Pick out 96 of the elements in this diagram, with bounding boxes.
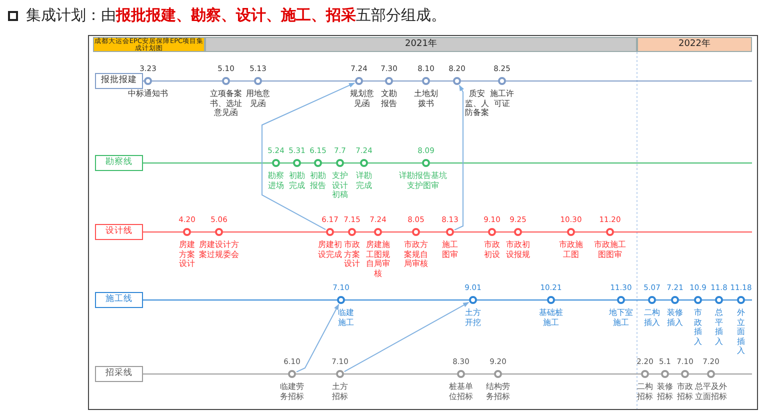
page-title: 集成计划：由报批报建、勘察、设计、施工、招采五部分组成。 (26, 6, 446, 25)
milestone-label: 用地意见函 (245, 89, 271, 108)
milestone-dot (336, 159, 344, 167)
lane-label: 报批报建 (95, 73, 143, 89)
milestone-label: 初勘完成 (288, 171, 306, 190)
milestone-dot (617, 296, 625, 304)
lane-label: 设计线 (95, 224, 143, 240)
milestone-label: 二构插入 (643, 308, 661, 327)
milestone-label: 市政方案规自局审核 (403, 240, 429, 268)
arrow (262, 82, 355, 230)
milestone-label: 市政施工图 (558, 240, 584, 259)
milestone-dot (488, 228, 496, 236)
milestone-label: 初勘报告 (309, 171, 327, 190)
milestone-dot (360, 159, 368, 167)
milestone-dot (671, 296, 679, 304)
arrow (344, 302, 470, 372)
milestone-dot (314, 159, 322, 167)
milestone-label: 支护设计初稿 (331, 171, 349, 200)
milestone-label: 土方开挖 (464, 308, 482, 327)
milestone-label: 市政初设报规 (505, 240, 531, 259)
milestone-dot (498, 77, 506, 85)
milestone-label: 房建设计方案过规委会 (198, 240, 240, 259)
milestone-dot (355, 77, 363, 85)
milestone-label: 详勘报告基坑支护图审 (398, 171, 448, 190)
milestone-dot (144, 77, 152, 85)
milestone-label: 市政施工图图审 (593, 240, 627, 259)
milestone-label: 规划意见函 (349, 89, 375, 108)
milestone-label: 二构招标 (636, 382, 654, 401)
milestone-dot (348, 228, 356, 236)
milestone-dot (374, 228, 382, 236)
milestone-dot (336, 370, 344, 378)
milestone-dot (293, 159, 301, 167)
milestone-dot (453, 77, 461, 85)
lane-label: 勘察线 (95, 155, 143, 171)
milestone-label: 总平插入 (714, 308, 724, 346)
milestone-label: 房建方案设计 (178, 240, 196, 268)
milestone-label: 施工图审 (441, 240, 459, 259)
milestone-label: 基础桩施工 (538, 308, 564, 327)
milestone-label: 结构劳务招标 (485, 382, 511, 401)
milestone-dot (385, 77, 393, 85)
milestone-label: 房建施工图规自局审核 (365, 240, 391, 278)
milestone-dot (641, 370, 649, 378)
milestone-label: 勘察进场 (267, 171, 285, 190)
milestone-dot (694, 296, 702, 304)
milestone-label: 临建劳务招标 (279, 382, 305, 401)
lane-label: 招采线 (95, 366, 143, 382)
milestone-dot (254, 77, 262, 85)
milestone-label: 文勘报告 (380, 89, 398, 108)
milestone-label: 施工许可证 (489, 89, 515, 108)
milestone-dot (715, 296, 723, 304)
milestone-dot (326, 228, 334, 236)
milestone-dot (494, 370, 502, 378)
milestone-label: 地下室施工 (608, 308, 634, 327)
milestone-dot (222, 77, 230, 85)
milestone-dot (469, 296, 477, 304)
milestone-label: 质安监、人防备案 (464, 89, 490, 118)
milestone-label: 中标通知书 (127, 89, 169, 98)
milestone-label: 土地划拨书 (413, 89, 439, 108)
milestone-dot (457, 370, 465, 378)
milestone-dot (681, 370, 689, 378)
milestone-label: 装修插入 (666, 308, 684, 327)
year-band: 2021年 (205, 37, 637, 52)
milestone-dot (567, 228, 575, 236)
milestone-label: 立项备案书、选址意见函 (209, 89, 243, 118)
milestone-dot (412, 228, 420, 236)
arrow (454, 84, 464, 230)
milestone-dot (648, 296, 656, 304)
milestone-dot (446, 228, 454, 236)
milestone-dot (606, 228, 614, 236)
milestone-label: 装修招标 (656, 382, 674, 401)
milestone-label: 市政招标 (676, 382, 694, 401)
milestone-dot (547, 296, 555, 304)
milestone-label: 土方招标 (331, 382, 349, 401)
milestone-dot (215, 228, 223, 236)
year-band: 2022年 (637, 37, 752, 52)
milestone-label: 详勘完成 (355, 171, 373, 190)
milestone-label: 市政方案设计 (343, 240, 361, 268)
milestone-label: 市政插入 (693, 308, 703, 346)
milestone-dot (183, 228, 191, 236)
milestone-label: 外立面插入 (736, 308, 746, 356)
milestone-dot (737, 296, 745, 304)
milestone-dot (514, 228, 522, 236)
milestone-label: 桩基单位招标 (448, 382, 474, 401)
milestone-dot (272, 159, 280, 167)
milestone-dot (661, 370, 669, 378)
milestone-label: 房建初设完成 (317, 240, 343, 259)
milestone-label: 总平及外立面招标 (694, 382, 728, 401)
milestone-label: 临建施工 (337, 308, 355, 327)
milestone-dot (288, 370, 296, 378)
lane-label: 施工线 (95, 292, 143, 308)
milestone-dot (707, 370, 715, 378)
milestone-dot (422, 159, 430, 167)
milestone-dot (337, 296, 345, 304)
milestone-dot (422, 77, 430, 85)
milestone-label: 市政初设 (483, 240, 501, 259)
arrow (296, 304, 340, 372)
